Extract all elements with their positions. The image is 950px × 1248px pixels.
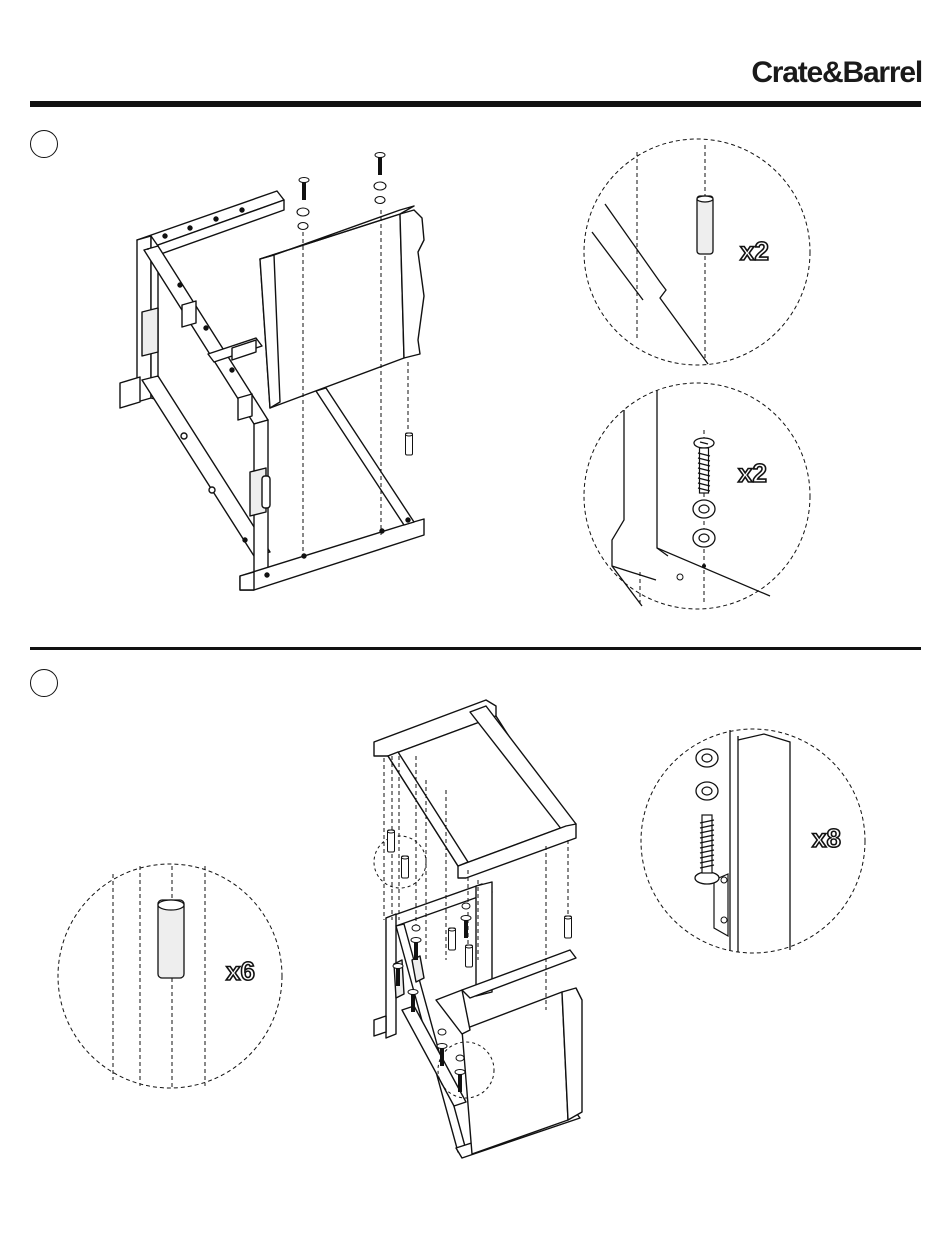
step-2-screw-qty: x8: [812, 823, 841, 854]
step-1-dowel-callout: [584, 139, 810, 365]
step-1-screw-qty: x2: [738, 458, 767, 489]
step-1-screw-callout: [584, 383, 810, 609]
step-2-top-panel: [374, 700, 576, 878]
step-1-side-panel: [260, 206, 424, 408]
step-1-dowel-qty: x2: [740, 236, 769, 267]
step-2-dowel-qty: x6: [226, 956, 255, 987]
